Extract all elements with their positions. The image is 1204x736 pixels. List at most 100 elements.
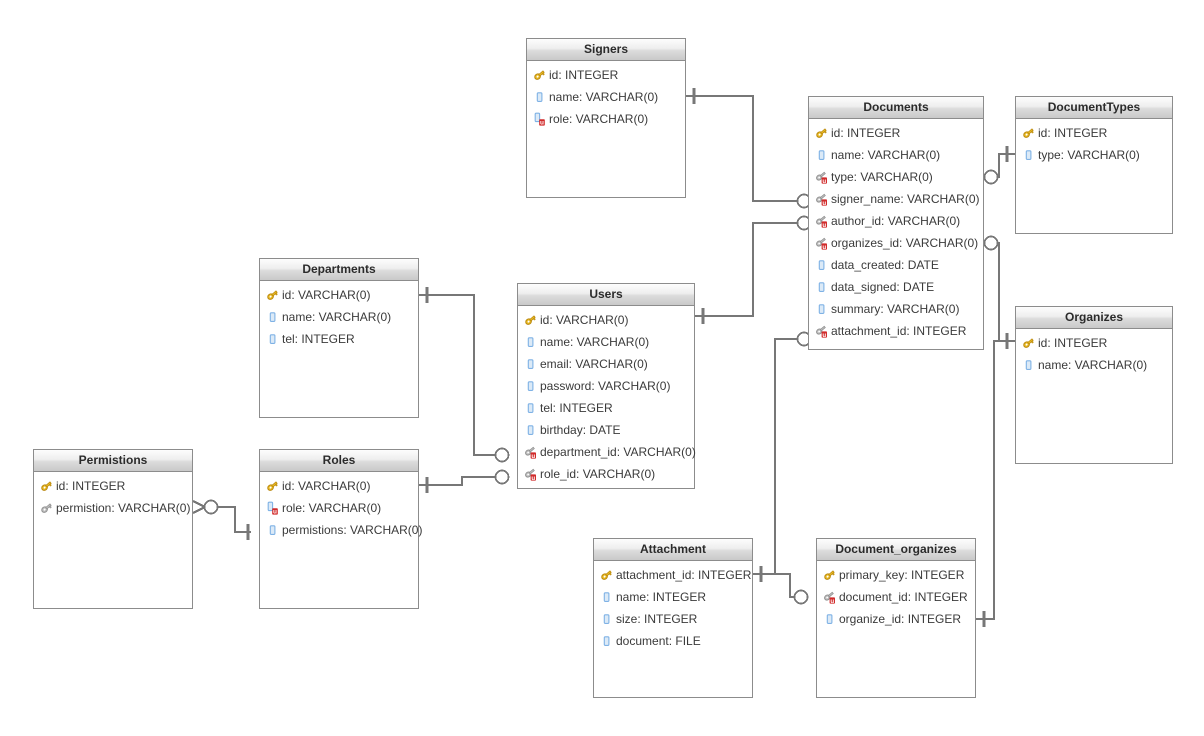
column-row[interactable]: password: VARCHAR(0) [518,375,694,397]
column-label: password: VARCHAR(0) [540,379,671,393]
column-row[interactable]: id: INTEGER [1016,122,1172,144]
column-row[interactable]: id: VARCHAR(0) [260,475,418,497]
column-row[interactable]: type: VARCHAR(0) [1016,144,1172,166]
column-icon [815,302,828,316]
column-label: type: VARCHAR(0) [831,170,933,184]
column-icon [600,612,613,626]
column-row[interactable]: size: INTEGER [594,608,752,630]
column-row[interactable]: data_created: DATE [809,254,983,276]
column-row[interactable]: birthday: DATE [518,419,694,441]
entity-organizes[interactable]: Organizes id: INTEGER name: VARCHAR(0) [1015,306,1173,464]
column-row[interactable]: id: VARCHAR(0) [260,284,418,306]
relationship-documenttypes-documents [983,146,1015,185]
column-icon [524,401,537,415]
entity-columns-users: id: VARCHAR(0)name: VARCHAR(0) email: VAR… [518,306,696,485]
svg-text:u: u [531,453,535,459]
key-icon [1022,126,1035,140]
entity-title-document_organizes: Document_organizes [817,539,975,561]
entity-permistions[interactable]: Permistions id: INTEGER permistion: VARCHA… [33,449,193,609]
column-row[interactable]: id: VARCHAR(0) [518,309,694,331]
column-icon [524,357,537,371]
column-row[interactable]: name: INTEGER [594,586,752,608]
relationship-attachment-docorganizes [775,572,809,605]
entity-title-organizes: Organizes [1016,307,1172,329]
column-icon [524,335,537,349]
column-row[interactable]: tel: INTEGER [260,328,418,350]
column-icon [1022,358,1035,372]
entity-departments[interactable]: Departments id: VARCHAR(0) name: VARCHAR(0… [259,258,419,418]
column-label: data_signed: DATE [831,280,935,294]
entity-title-departments: Departments [260,259,418,281]
foreign-key-icon: u [815,192,828,206]
column-row[interactable]: name: VARCHAR(0) [518,331,694,353]
column-label: permistions: VARCHAR(0) [282,523,423,537]
column-row[interactable]: data_signed: DATE [809,276,983,298]
column-row[interactable]: organize_id: INTEGER [817,608,975,630]
column-row[interactable]: id: INTEGER [34,475,192,497]
entity-title-permistions: Permistions [34,450,192,472]
entity-columns-organizes: id: INTEGER name: VARCHAR(0) [1016,329,1172,376]
column-label: name: VARCHAR(0) [282,310,392,324]
column-label: author_id: VARCHAR(0) [831,214,961,228]
column-row[interactable]: primary_key: INTEGER [817,564,975,586]
column-label: email: VARCHAR(0) [540,357,648,371]
entity-columns-departments: id: VARCHAR(0) name: VARCHAR(0) tel: INTEG… [260,281,418,350]
relationship-roles-users [419,469,510,493]
column-row[interactable]: id: INTEGER [809,122,983,144]
column-row[interactable]: tel: INTEGER [518,397,694,419]
column-label: document_id: INTEGER [839,590,968,604]
column-icon [266,523,279,537]
column-label: permistion: VARCHAR(0) [56,501,191,515]
column-row[interactable]: document: FILE [594,630,752,652]
relationship-permistions-roles [192,499,251,540]
column-label: organize_id: INTEGER [839,612,962,626]
foreign-key-icon: u [524,445,537,459]
key-icon [823,568,836,582]
column-icon [600,634,613,648]
column-row[interactable]: summary: VARCHAR(0) [809,298,983,320]
foreign-key-icon: u [815,170,828,184]
column-label: name: VARCHAR(0) [549,90,659,104]
column-row[interactable]: name: VARCHAR(0) [1016,354,1172,376]
column-row[interactable]: name: VARCHAR(0) [260,306,418,328]
column-label: summary: VARCHAR(0) [831,302,960,316]
column-row[interactable]: name: VARCHAR(0) [527,86,685,108]
column-label: name: VARCHAR(0) [831,148,941,162]
column-label: id: INTEGER [56,479,126,493]
column-label: name: VARCHAR(0) [1038,358,1148,372]
column-row[interactable]: attachment_id: INTEGER [594,564,752,586]
column-icon [1022,148,1035,162]
column-row[interactable]: id: INTEGER [527,64,685,86]
column-label: tel: INTEGER [282,332,355,346]
column-label: attachment_id: INTEGER [616,568,752,582]
column-row[interactable]: permistion: VARCHAR(0) [34,497,192,519]
column-row[interactable]: name: VARCHAR(0) [809,144,983,166]
key-icon [266,479,279,493]
column-row[interactable]: permistions: VARCHAR(0) [260,519,422,541]
column-label: id: INTEGER [1038,126,1108,140]
key-icon [40,501,53,515]
column-row[interactable]: email: VARCHAR(0) [518,353,694,375]
column-row[interactable]: id: INTEGER [1016,332,1172,354]
column-label: birthday: DATE [540,423,621,437]
